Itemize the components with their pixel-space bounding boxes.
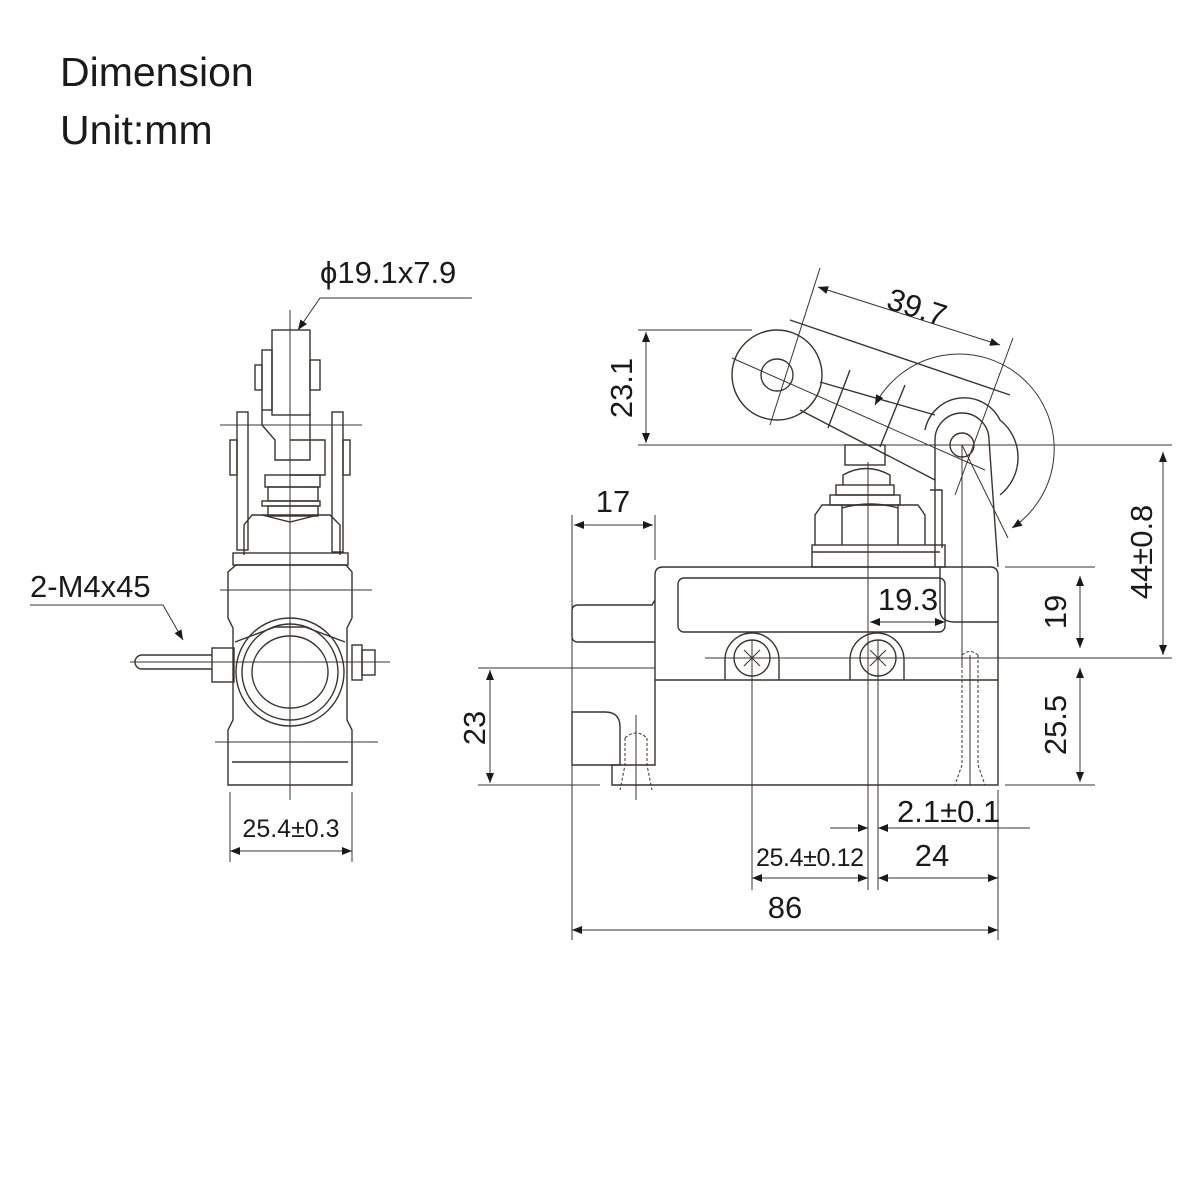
total-length-dimension: 86 [768,890,802,925]
mounting-screw [134,654,212,670]
roller-dimension: ϕ19.1x7.9 [320,255,456,290]
plunger-offset-dimension: 2.1±0.1 [897,794,1000,829]
tab-width-dimension: 17 [596,484,630,519]
hex-nut [814,504,926,545]
width-dimension: 25.4±0.3 [242,815,339,843]
roller [271,329,311,416]
left-tab [571,599,656,643]
total-height-dimension: 44±0.8 [1124,505,1159,600]
conduit-port [235,617,345,727]
hole-pitch-dimension: 25.4±0.12 [756,844,864,872]
window [677,577,946,633]
roller [731,329,823,421]
front-view: 39.7 23.1 44±0.8 19 25.5 23 17 19.3 [457,267,1172,940]
unit-label: Unit:mm [60,107,213,153]
switch-body [227,564,353,786]
drawing-title: Dimension [60,49,254,95]
roller-height-dimension: 23.1 [604,358,639,418]
lever-length-dimension: 39.7 [883,281,951,333]
hex-nut [243,514,341,555]
side-view: 2-M4x45 ϕ19.1x7.9 25.4±0.3 [30,255,472,862]
lower-height-dimension: 25.5 [1038,695,1073,755]
upper-height-dimension: 19 [1038,595,1073,629]
right-offset-dimension: 24 [915,838,949,873]
roller-offset-dimension: 19.3 [878,582,938,617]
switch-body [611,566,999,786]
left-height-dimension: 23 [457,711,492,745]
screw-dimension: 2-M4x45 [30,569,151,604]
